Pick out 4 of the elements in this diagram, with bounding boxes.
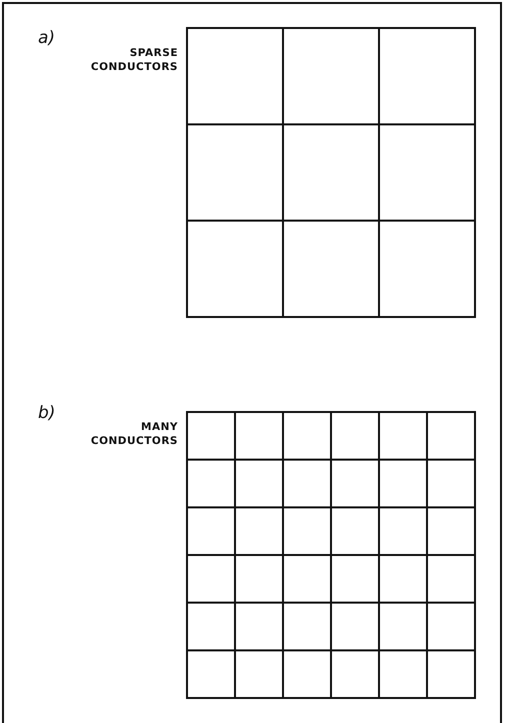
panel-letter: b) (38, 403, 56, 423)
panel-caption: MANY CONDUCTORS (90, 420, 178, 448)
panel-caption: SPARSE CONDUCTORS (90, 46, 178, 74)
panel-letter: a) (38, 28, 56, 48)
